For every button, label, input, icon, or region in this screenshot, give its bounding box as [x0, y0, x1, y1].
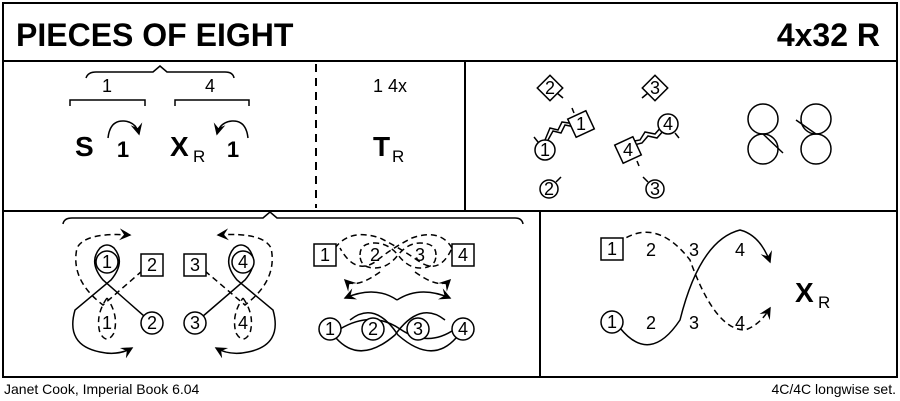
turn-subscript: R — [392, 147, 404, 166]
cross-symbol: X — [170, 131, 189, 162]
dancer-woman-2: 2 — [147, 255, 157, 275]
position-label: 4 — [735, 313, 745, 333]
position-label: 4 — [735, 240, 745, 260]
bar-label: 4 — [205, 76, 215, 96]
source-credit: Janet Cook, Imperial Book 6.04 — [4, 381, 200, 397]
position-label: 2 — [646, 240, 656, 260]
set-symbol: S — [75, 131, 94, 162]
dancer-man-3: 3 — [413, 319, 423, 339]
cross-subscript: R — [193, 147, 205, 166]
dancer-man-4-ghost: 4 — [238, 313, 248, 333]
dancer-man-4: 4 — [663, 114, 673, 134]
figure-eight-icon — [747, 103, 832, 165]
position-label: 3 — [689, 313, 699, 333]
dance-format: 4x32 R — [777, 17, 880, 53]
phrase-bracket — [85, 65, 235, 79]
dancer-man-1-ghost: 1 — [102, 313, 112, 333]
figure-eight-1: 1 2 1 2 — [72, 228, 164, 359]
phrase-bracket — [62, 211, 524, 225]
dancer-man-3: 3 — [650, 179, 660, 199]
dancer-man-2: 2 — [147, 313, 157, 333]
formation-diagram: 2 3 1 1 4 4 2 3 — [533, 74, 680, 199]
bar-label: 1 — [102, 76, 112, 96]
outer-frame — [2, 2, 898, 378]
figure-eight-2: 3 4 3 4 — [183, 228, 276, 359]
dancer-woman-4: 4 — [458, 245, 468, 265]
position-label: 2 — [646, 313, 656, 333]
dancer-man-1: 1 — [540, 140, 550, 160]
dancer-man-2: 2 — [368, 319, 378, 339]
dancer-woman-3: 3 — [650, 78, 660, 98]
dancer-man-4: 4 — [458, 319, 468, 339]
dancer-woman-3: 3 — [190, 255, 200, 275]
cross-symbol: X — [795, 277, 814, 308]
dancer-man-2: 2 — [544, 179, 554, 199]
turn-symbol: T — [373, 131, 390, 162]
cast-arrow-icon — [107, 120, 143, 139]
dancer-3-ghost: 3 — [415, 245, 425, 265]
set-description: 4C/4C longwise set. — [771, 381, 896, 397]
dancer-woman-2: 2 — [545, 78, 555, 98]
reels-of-four: 1 2 3 4 1 2 3 4 — [313, 233, 475, 352]
cross-diagram: 1 2 3 4 1 2 3 4 — [600, 229, 772, 346]
dancer-man-1: 1 — [325, 319, 335, 339]
dancer-man-1: 1 — [607, 312, 617, 332]
cast-arrow-icon — [213, 120, 249, 139]
dancer-man-3: 3 — [190, 313, 200, 333]
dancer-woman-1: 1 — [607, 239, 617, 259]
bar-bracket — [174, 99, 250, 106]
dance-title: PIECES OF EIGHT — [16, 17, 294, 53]
cross-subscript: R — [818, 293, 830, 312]
dancer-man-1: 1 — [102, 252, 112, 272]
dancer-woman-1: 1 — [320, 245, 330, 265]
dancer-woman-1: 1 — [576, 114, 586, 134]
dancer-2-ghost: 2 — [370, 245, 380, 265]
cast-dancer: 1 — [117, 137, 129, 162]
cast-dancer: 1 — [227, 137, 239, 162]
bar-label: 1 4x — [373, 76, 407, 96]
position-label: 3 — [689, 240, 699, 260]
dancer-man-4: 4 — [238, 252, 248, 272]
dancer-woman-4: 4 — [623, 140, 633, 160]
bar-bracket — [69, 99, 146, 106]
